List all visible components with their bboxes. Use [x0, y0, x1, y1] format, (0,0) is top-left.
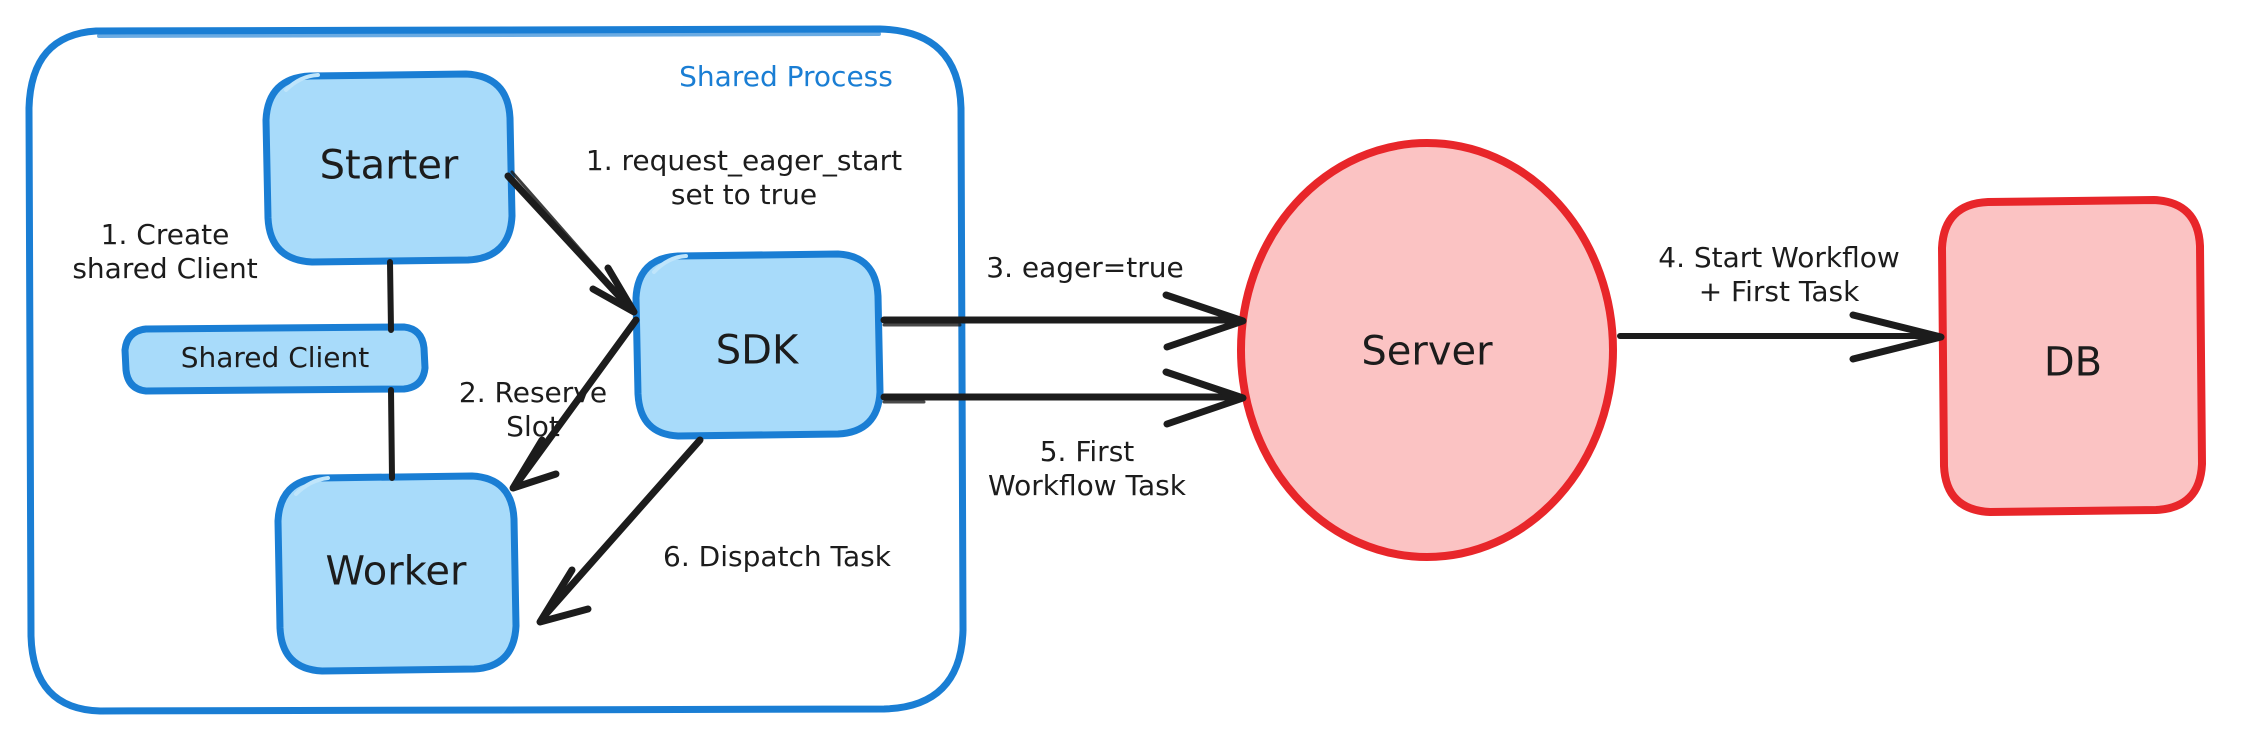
node-sdk[interactable]	[632, 250, 884, 440]
node-worker[interactable]	[274, 472, 520, 675]
node-starter[interactable]	[262, 70, 516, 266]
group-shared-process[interactable]	[25, 25, 967, 715]
edge-eager-true[interactable]	[880, 291, 1247, 351]
edge-dispatch-task[interactable]	[536, 436, 704, 626]
edge-reserve-slot[interactable]	[509, 316, 640, 492]
edge-first-workflow-task[interactable]	[880, 368, 1247, 428]
node-shared-client[interactable]	[121, 323, 429, 395]
edge-request-eager-start[interactable]	[504, 170, 638, 316]
edge-start-workflow[interactable]	[1617, 311, 1945, 363]
edge-create-shared-client[interactable]	[387, 259, 395, 481]
node-db[interactable]	[1938, 196, 2206, 516]
node-server[interactable]	[1237, 139, 1617, 561]
